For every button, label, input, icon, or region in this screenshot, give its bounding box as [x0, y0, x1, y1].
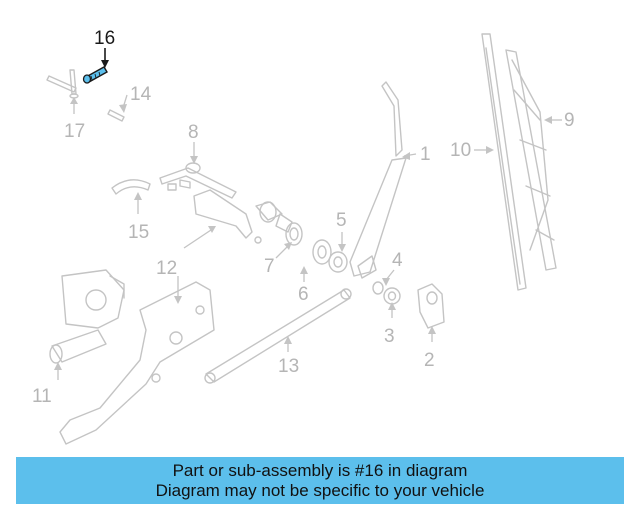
part-1-wiper-arm: [349, 81, 407, 279]
part-5-nut: [328, 251, 348, 273]
arrow-5: [338, 244, 346, 252]
part-12-frame: [59, 281, 215, 445]
arrow-7: [284, 242, 292, 250]
callout-7[interactable]: 7: [264, 256, 275, 277]
arrow-9: [544, 116, 552, 124]
callout-15[interactable]: 15: [128, 222, 149, 243]
arrow-12b: [208, 226, 216, 233]
part-9-blade-frame: [505, 49, 557, 271]
arrow-6: [300, 266, 308, 274]
callout-3[interactable]: 3: [384, 326, 395, 347]
callout-8[interactable]: 8: [188, 122, 199, 143]
banner-line-2: Diagram may not be specific to your vehi…: [155, 480, 485, 500]
arrow-15: [134, 192, 142, 200]
part-10-blade: [481, 33, 527, 291]
arrow-8: [190, 156, 198, 164]
arrow-14: [119, 104, 127, 113]
arrow-16: [101, 60, 109, 68]
arrow-12a: [174, 296, 182, 304]
callout-16[interactable]: 16: [94, 28, 115, 49]
arrow-3: [388, 302, 396, 310]
pivot-bracket: [193, 189, 293, 244]
part-13-link: [204, 288, 352, 384]
callout-12[interactable]: 12: [156, 258, 177, 279]
part-4-washer: [372, 281, 384, 295]
parts-diagram: 16 17 14 8 15: [32, 28, 575, 445]
leader-12b: [183, 227, 215, 249]
arrow-13: [284, 336, 292, 344]
callout-5[interactable]: 5: [336, 210, 347, 231]
arrow-10: [486, 146, 494, 154]
part-17-pin: [46, 69, 79, 99]
arrow-11: [54, 362, 62, 370]
arrow-1: [402, 152, 410, 160]
callout-1[interactable]: 1: [420, 144, 431, 165]
info-banner: Part or sub-assembly is #16 in diagram D…: [16, 457, 624, 504]
leader-7: [275, 245, 289, 259]
callout-6[interactable]: 6: [298, 284, 309, 305]
callout-9[interactable]: 9: [564, 110, 575, 131]
part-11-motor: [49, 269, 125, 364]
part-7-bushing: [285, 222, 303, 246]
callout-4[interactable]: 4: [392, 250, 403, 271]
part-6-washer: [312, 239, 332, 265]
part-15-hose: [111, 179, 151, 195]
callout-14[interactable]: 14: [130, 84, 152, 105]
callout-10[interactable]: 10: [450, 140, 471, 161]
part-8-linkage: [159, 162, 237, 199]
arrow-2: [428, 326, 436, 334]
arrow-4: [382, 278, 390, 286]
callout-11[interactable]: 11: [32, 386, 52, 407]
part-14-pin: [107, 109, 125, 122]
part-2-cover: [417, 283, 445, 329]
arrow-17: [70, 97, 78, 104]
banner-line-1: Part or sub-assembly is #16 in diagram: [172, 460, 468, 480]
part-3-nut: [383, 287, 401, 305]
callout-2[interactable]: 2: [424, 350, 435, 371]
callout-17[interactable]: 17: [64, 121, 85, 142]
part-16-bolt[interactable]: [82, 66, 108, 84]
callout-13[interactable]: 13: [278, 356, 299, 377]
